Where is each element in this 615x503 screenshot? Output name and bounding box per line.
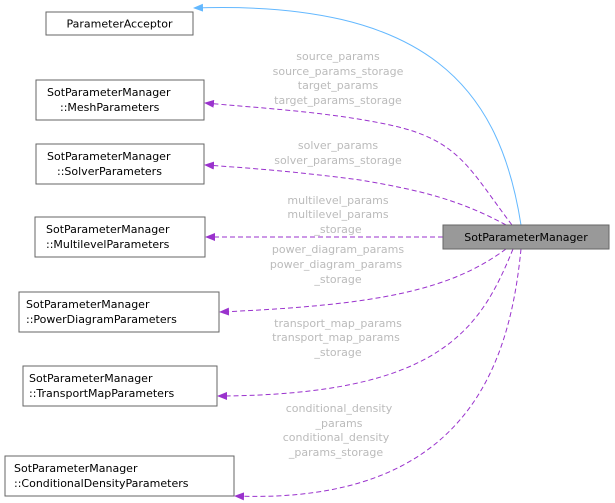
edge-power (219, 248, 507, 316)
svg-text:SotParameterManager: SotParameterManager (464, 231, 588, 244)
node-sot-parameter-manager[interactable]: SotParameterManager (442, 224, 610, 250)
edge-solver (204, 161, 507, 226)
svg-text:target_params: target_params (298, 79, 379, 92)
edge-label-multilevel: multilevel_params multilevel_params _sto… (287, 194, 388, 236)
svg-text:SotParameterManager: SotParameterManager (47, 150, 171, 163)
inheritance-edge (193, 3, 522, 226)
svg-text:_params_storage: _params_storage (288, 446, 383, 459)
svg-text:_storage: _storage (313, 273, 362, 286)
svg-text:solver_params_storage: solver_params_storage (274, 154, 402, 167)
svg-text:multilevel_params: multilevel_params (287, 194, 388, 207)
node-solver-parameters[interactable]: SotParameterManager ::SolverParameters (35, 143, 205, 185)
edge-transport (217, 248, 514, 400)
edge-label-transport: transport_map_params transport_map_param… (272, 317, 402, 359)
svg-text:_storage: _storage (313, 223, 362, 236)
svg-text:::MeshParameters: ::MeshParameters (60, 101, 160, 114)
svg-text:transport_map_params: transport_map_params (274, 317, 402, 330)
edge-label-power: power_diagram_params power_diagram_param… (270, 243, 404, 286)
svg-text:conditional_density: conditional_density (286, 402, 393, 415)
svg-text:transport_map_params: transport_map_params (272, 331, 400, 344)
node-parameter-acceptor[interactable]: ParameterAcceptor (45, 11, 194, 36)
edge-mesh (204, 99, 513, 226)
svg-text:::ConditionalDensityParameters: ::ConditionalDensityParameters (14, 477, 189, 490)
svg-text:SotParameterManager: SotParameterManager (47, 86, 171, 99)
svg-text:source_params_storage: source_params_storage (273, 65, 404, 78)
edge-conditional (234, 248, 522, 501)
svg-text:::MultilevelParameters: ::MultilevelParameters (46, 238, 170, 251)
svg-text:power_diagram_params: power_diagram_params (272, 243, 404, 256)
svg-text:SotParameterManager: SotParameterManager (29, 372, 153, 385)
svg-text:_params: _params (315, 417, 363, 430)
node-conditional-density-parameters[interactable]: SotParameterManager ::ConditionalDensity… (4, 455, 235, 497)
edge-label-solver: solver_params solver_params_storage (274, 139, 402, 167)
svg-text:_storage: _storage (313, 346, 362, 359)
node-power-diagram-parameters[interactable]: SotParameterManager ::PowerDiagramParame… (18, 291, 220, 333)
svg-text:solver_params: solver_params (298, 139, 379, 152)
svg-text:::PowerDiagramParameters: ::PowerDiagramParameters (26, 313, 177, 326)
edge-label-conditional: conditional_density _params conditional_… (283, 402, 393, 459)
svg-text:source_params: source_params (296, 50, 380, 63)
node-multilevel-parameters[interactable]: SotParameterManager ::MultilevelParamete… (34, 216, 206, 258)
svg-text:target_params_storage: target_params_storage (274, 94, 402, 107)
svg-text:::SolverParameters: ::SolverParameters (57, 165, 162, 178)
svg-text:SotParameterManager: SotParameterManager (46, 223, 170, 236)
node-mesh-parameters[interactable]: SotParameterManager ::MeshParameters (35, 79, 205, 121)
svg-text:SotParameterManager: SotParameterManager (26, 298, 150, 311)
svg-text:SotParameterManager: SotParameterManager (14, 462, 138, 475)
svg-text:conditional_density: conditional_density (283, 431, 390, 444)
svg-text:ParameterAcceptor: ParameterAcceptor (67, 18, 173, 31)
edge-label-mesh: source_params source_params_storage targ… (273, 50, 404, 107)
svg-text:power_diagram_params: power_diagram_params (270, 258, 402, 271)
svg-text:multilevel_params: multilevel_params (287, 208, 388, 221)
node-transport-map-parameters[interactable]: SotParameterManager ::TransportMapParame… (22, 365, 218, 407)
svg-text:::TransportMapParameters: ::TransportMapParameters (29, 387, 174, 400)
